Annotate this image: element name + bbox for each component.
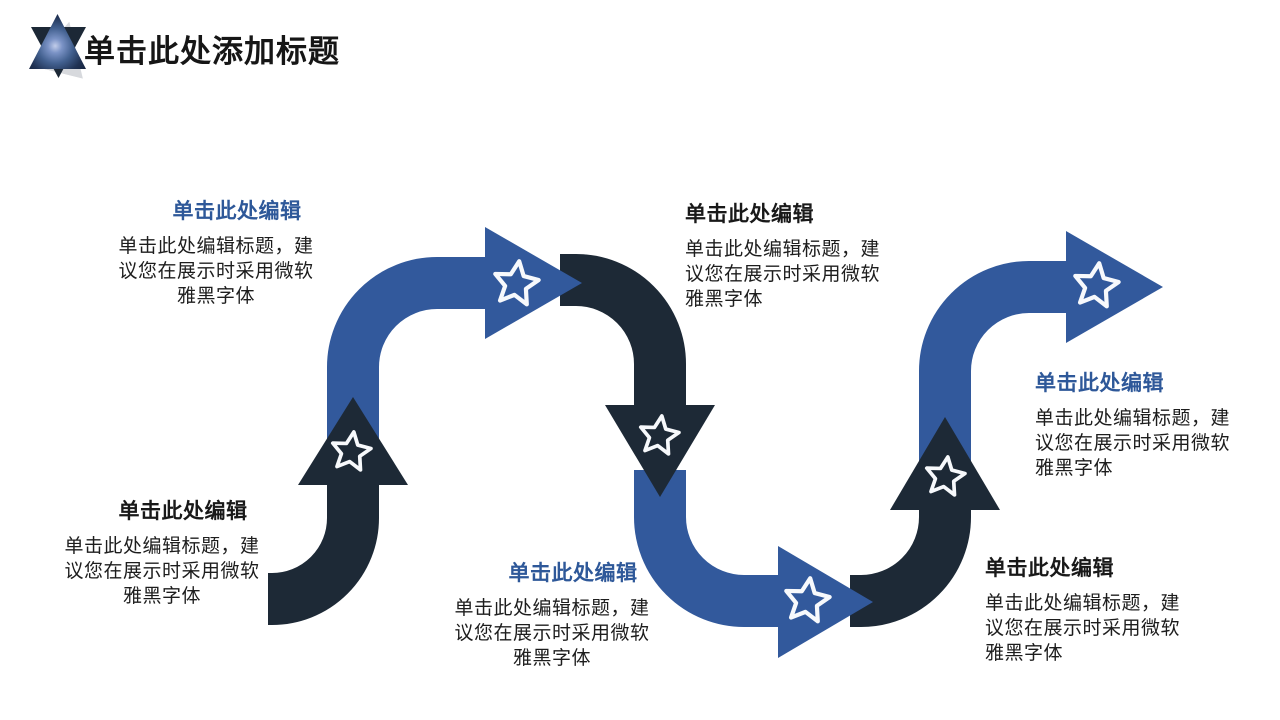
- flow-band-3: [560, 254, 686, 407]
- flow-segment-2: [327, 227, 582, 470]
- star-outline-icon-3: [638, 414, 681, 456]
- step-1-header: 单击此处编辑: [118, 499, 248, 523]
- step-6-body: 单击此处编辑标题，建议您在展示时采用微软雅黑字体: [1035, 407, 1231, 479]
- six-pointed-star-logo-icon: [14, 6, 78, 74]
- star-outline-icon-2: [493, 259, 541, 307]
- star-outline-icon-5: [924, 455, 967, 497]
- star-outline-icon-6: [1073, 261, 1121, 309]
- step-2-body: 单击此处编辑标题，建议您在展示时采用微软雅黑字体: [118, 235, 314, 307]
- flow-band-5: [850, 508, 971, 627]
- step-4-text-block: 单击此处编辑 单击此处编辑标题，建议您在展示时采用微软雅黑字体: [452, 560, 652, 671]
- flow-band-2: [327, 257, 487, 470]
- step-3-header: 单击此处编辑: [685, 202, 814, 226]
- flow-segment-4: [634, 470, 873, 658]
- flow-band-6: [919, 261, 1068, 480]
- step-5-body: 单击此处编辑标题，建议您在展示时采用微软雅黑字体: [985, 592, 1181, 664]
- slide-title: 单击此处添加标题: [84, 34, 340, 70]
- step-6-text-block: 单击此处编辑 单击此处编辑标题，建议您在展示时采用微软雅黑字体: [1035, 370, 1235, 481]
- flow-segment-5: [850, 417, 1000, 627]
- step-3-text-block: 单击此处编辑 单击此处编辑标题，建议您在展示时采用微软雅黑字体: [685, 201, 885, 312]
- step-4-body: 单击此处编辑标题，建议您在展示时采用微软雅黑字体: [454, 597, 650, 669]
- step-1-text-block: 单击此处编辑 单击此处编辑标题，建议您在展示时采用微软雅黑字体: [62, 498, 262, 609]
- arrowhead-down-3: [605, 405, 715, 497]
- arrowhead-up-1: [298, 397, 408, 485]
- flow-segment-3: [560, 254, 715, 497]
- step-5-header: 单击此处编辑: [985, 556, 1114, 580]
- star-outline-icon-4: [784, 576, 832, 624]
- step-5-text-block: 单击此处编辑 单击此处编辑标题，建议您在展示时采用微软雅黑字体: [985, 555, 1185, 666]
- flow-band-1: [268, 483, 379, 625]
- step-3-body: 单击此处编辑标题，建议您在展示时采用微软雅黑字体: [685, 238, 881, 310]
- flow-segment-6: [919, 231, 1163, 480]
- step-2-header: 单击此处编辑: [172, 199, 302, 223]
- star-outline-icon-1: [330, 430, 373, 472]
- step-1-body: 单击此处编辑标题，建议您在展示时采用微软雅黑字体: [64, 535, 260, 607]
- step-4-header: 单击此处编辑: [508, 561, 638, 585]
- step-6-header: 单击此处编辑: [1035, 371, 1164, 395]
- step-2-text-block: 单击此处编辑 单击此处编辑标题，建议您在展示时采用微软雅黑字体: [116, 198, 316, 309]
- flow-segment-1: [268, 397, 408, 625]
- flow-band-4: [634, 470, 780, 627]
